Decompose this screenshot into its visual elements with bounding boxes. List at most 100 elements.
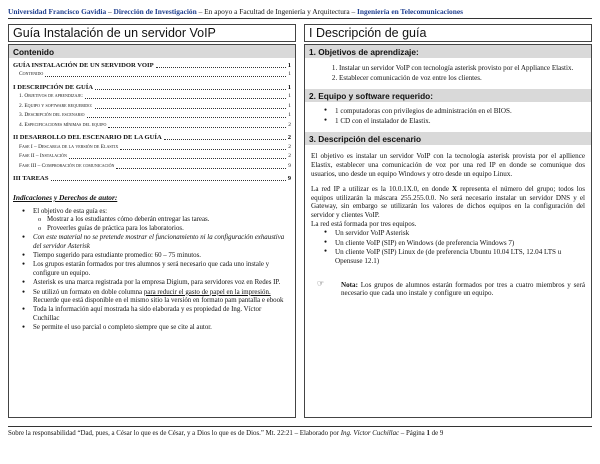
university-name: Universidad Francisco Gavidia bbox=[8, 7, 107, 16]
toc-page-number: 9 bbox=[288, 162, 291, 169]
note-block: ☞ Nota: Los grupos de alumnos estarán fo… bbox=[305, 278, 591, 298]
list-item: Toda la información aquí mostrada ha sid… bbox=[22, 306, 289, 323]
header-separator: – bbox=[196, 7, 205, 16]
toc-page-number: 1 bbox=[287, 61, 291, 69]
footer-author-label: Elaborado por bbox=[298, 430, 341, 437]
note-text: Los grupos de alumnos estarán formados p… bbox=[341, 280, 585, 298]
sub-list-item: Proveerles guías de práctica para los la… bbox=[38, 225, 289, 234]
sub-list-item: Mostrar a los estudiantes cómo deberán e… bbox=[38, 216, 289, 225]
toc-entry[interactable]: Fase II – Instalación 2 bbox=[13, 152, 291, 162]
equipment-list: 1 computadoras con privilegios de admini… bbox=[305, 102, 591, 132]
format-link[interactable]: para reducir el gasto de papel en la imp… bbox=[143, 288, 271, 296]
right-column: 1. Objetivos de aprendizaje: Instalar un… bbox=[304, 44, 592, 418]
pointing-hand-icon: ☞ bbox=[317, 278, 325, 288]
network-paragraph: La red IP a utilizar es la 10.0.1X.0, en… bbox=[305, 185, 591, 219]
toc-entry-text: 4. Especificaciones mínimas del equipo bbox=[19, 121, 107, 128]
list-item: Un servidor VoIP Asterisk bbox=[324, 229, 585, 238]
list-item: Se utilizó un formato en doble columna p… bbox=[22, 288, 289, 306]
list-item: Un cliente VoIP (SIP) Linux de (de prefe… bbox=[324, 248, 585, 265]
indications-list: El objetivo de esta guía es: Mostrar a l… bbox=[9, 208, 295, 333]
scenario-paragraph: El objetivo es instalar un servidor VoIP… bbox=[311, 152, 585, 178]
indications-title: Indicaciones y Derechos de autor: bbox=[13, 193, 118, 202]
toc-entry[interactable]: GUÍA INSTALACIÓN DE UN SERVIDOR VOIP 1 bbox=[13, 60, 291, 70]
toc-leader bbox=[94, 107, 287, 109]
toc-page-number: 1 bbox=[288, 102, 291, 109]
toc-leader bbox=[95, 88, 286, 90]
toc-leader bbox=[116, 167, 287, 169]
footer-page-of: de bbox=[429, 430, 440, 437]
format-text: Se utilizó un formato en doble columna bbox=[33, 288, 144, 296]
toc-entry-text: Fase II – Instalación bbox=[19, 153, 67, 159]
toc-page-number: 2 bbox=[287, 134, 291, 141]
footer-author: Ing. Víctor Cuchillac bbox=[340, 430, 400, 437]
toc-leader bbox=[86, 117, 287, 118]
toc-entry[interactable]: II DESARROLLO DEL ESCENARIO DE LA GUÍA 2 bbox=[13, 133, 291, 143]
toc-entry-text: 2. Equipo y software requerido: bbox=[19, 102, 93, 109]
toc-leader bbox=[155, 66, 286, 68]
toc-entry-text: II DESARROLLO DEL ESCENARIO DE LA GUÍA bbox=[13, 134, 162, 141]
toc-page-number: 9 bbox=[287, 175, 291, 182]
toc-entry-text: III TAREAS bbox=[13, 175, 49, 182]
department-name: Dirección de Investigación bbox=[113, 7, 197, 16]
toc-page-number: 1 bbox=[287, 83, 291, 91]
page-number: 1 bbox=[426, 430, 430, 437]
format-text-rest: Recuerde que está disponible en el mismo… bbox=[33, 297, 284, 305]
toc-entry[interactable]: Fase I – Descarga de la versión de Elast… bbox=[13, 142, 291, 152]
list-item: Con este material no se pretende mostrar… bbox=[22, 234, 289, 251]
toc-page-number: 2 bbox=[288, 143, 291, 150]
objectives-heading: 1. Objetivos de aprendizaje: bbox=[305, 45, 591, 58]
toc-entry-text: 1. Objetivos de aprendizaje: bbox=[19, 93, 83, 99]
toc-page-number: 1 bbox=[288, 93, 291, 99]
toc-entry[interactable]: III TAREAS 9 bbox=[13, 174, 291, 184]
toc-entry[interactable]: Fase III – Comprobación de comunicación 9 bbox=[13, 161, 291, 171]
header-career: Ingeniería en Telecomunicaciones bbox=[357, 7, 463, 16]
guide-title: Guía Instalación de un servidor VoIP bbox=[8, 24, 296, 42]
list-item: Se permite el uso parcial o completo sie… bbox=[22, 324, 289, 333]
network-equipment-list: Un servidor VoIP Asterisk Un cliente VoI… bbox=[305, 228, 591, 272]
footer-quote: Sobre la responsabilidad “Dad, pues, a C… bbox=[8, 430, 299, 437]
list-item: El objetivo de esta guía es: Mostrar a l… bbox=[22, 208, 289, 234]
list-item: Instalar un servidor VoIP con tecnología… bbox=[339, 64, 585, 73]
equipment-heading: 2. Equipo y software requerido: bbox=[305, 89, 591, 103]
list-item: Los grupos estarán formados por tres alu… bbox=[22, 261, 289, 278]
toc-entry-text: GUÍA INSTALACIÓN DE UN SERVIDOR VOIP bbox=[13, 61, 154, 69]
toc-entry-text: Fase I – Descarga de la versión de Elast… bbox=[19, 143, 119, 150]
footer-page-label: – Página bbox=[399, 430, 427, 437]
network-text-rest: representa el número del grupo; todos lo… bbox=[311, 185, 585, 219]
objective-intro: El objetivo de esta guía es: bbox=[33, 208, 108, 215]
objectives-list: Instalar un servidor VoIP con tecnología… bbox=[305, 58, 591, 89]
toc-page-number: 1 bbox=[288, 71, 291, 77]
page-total: 9 bbox=[439, 430, 444, 437]
scenario-heading: 3. Descripción del escenario bbox=[305, 132, 591, 146]
list-item: Tiempo sugerido para estudiante promedio… bbox=[22, 252, 289, 261]
toc-entry[interactable]: 2. Equipo y software requerido: 1 bbox=[13, 101, 291, 111]
toc-leader bbox=[120, 148, 287, 150]
toc-entry-text: 3. Descripción del escenario bbox=[19, 112, 85, 118]
note-label: Nota: bbox=[341, 280, 358, 289]
header-support: En apoyo a Facultad de Ingeniería y Arqu… bbox=[204, 7, 356, 16]
list-item: 1 computadoras con privilegios de admini… bbox=[324, 107, 585, 116]
toc-page-number: 1 bbox=[288, 112, 291, 118]
toc-leader bbox=[163, 139, 286, 140]
toc-entry[interactable]: 1. Objetivos de aprendizaje: 1 bbox=[13, 92, 291, 102]
description-title: I Descripción de guía bbox=[304, 24, 592, 42]
list-item: Establecer comunicación de voz entre los… bbox=[339, 74, 585, 83]
group-variable: X bbox=[451, 185, 458, 194]
list-item: 1 CD con el instalador de Elastix. bbox=[324, 117, 585, 126]
left-column: Contenido GUÍA INSTALACIÓN DE UN SERVIDO… bbox=[8, 44, 296, 418]
toc-page-number: 2 bbox=[288, 153, 291, 159]
toc-entry-text: Fase III – Comprobación de comunicación bbox=[19, 162, 115, 169]
list-item: Un cliente VoIP (SIP) en Windows (de pre… bbox=[324, 239, 585, 248]
toc-entry[interactable]: 3. Descripción del escenario 1 bbox=[13, 111, 291, 121]
network-text: La red IP a utilizar es la 10.0.1X.0, en… bbox=[311, 185, 452, 194]
toc-page-number: 2 bbox=[288, 121, 291, 128]
toc-entry[interactable]: 4. Especificaciones mínimas del equipo 2 bbox=[13, 120, 291, 130]
toc-leader bbox=[45, 76, 287, 77]
network-intro: La red está formada por tres equipos. bbox=[311, 219, 417, 228]
toc-leader bbox=[84, 98, 287, 99]
contents-heading: Contenido bbox=[9, 45, 295, 58]
toc-leader bbox=[68, 158, 287, 159]
